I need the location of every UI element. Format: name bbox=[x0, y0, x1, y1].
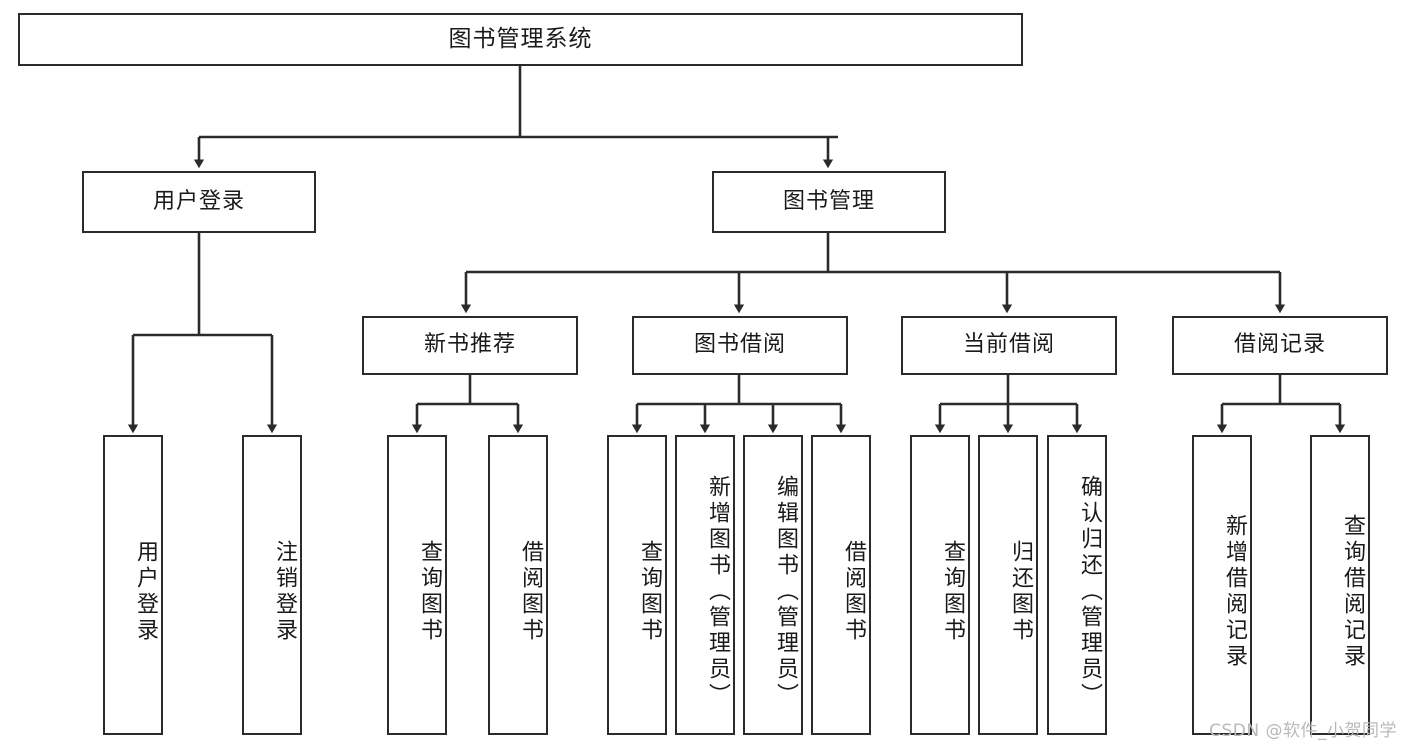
node-new-book-recommend[interactable]: 新书推荐 bbox=[362, 316, 578, 375]
node-label: 查询图书 bbox=[637, 540, 662, 644]
node-label: 确认归还（管理员） bbox=[1077, 475, 1102, 709]
leaf-query-book-recommend[interactable]: 查询图书 bbox=[387, 435, 447, 735]
node-borrow-record[interactable]: 借阅记录 bbox=[1172, 316, 1388, 375]
node-label: 当前借阅 bbox=[962, 332, 1055, 358]
leaf-borrow-book-recommend[interactable]: 借阅图书 bbox=[488, 435, 548, 735]
node-label: 新增借阅记录 bbox=[1222, 514, 1247, 670]
leaf-return-book[interactable]: 归还图书 bbox=[978, 435, 1038, 735]
leaf-add-book[interactable]: 新增图书（管理员） bbox=[675, 435, 735, 735]
node-root-book-management-system[interactable]: 图书管理系统 bbox=[18, 13, 1023, 66]
leaf-query-book-current[interactable]: 查询图书 bbox=[910, 435, 970, 735]
node-book-management[interactable]: 图书管理 bbox=[712, 171, 946, 233]
leaf-query-borrow-record[interactable]: 查询借阅记录 bbox=[1310, 435, 1370, 735]
node-label: 新书推荐 bbox=[423, 332, 516, 358]
node-label: 用户登录 bbox=[133, 540, 158, 644]
node-label: 查询图书 bbox=[417, 540, 442, 644]
node-book-borrow[interactable]: 图书借阅 bbox=[632, 316, 848, 375]
node-label: 查询借阅记录 bbox=[1340, 514, 1365, 670]
leaf-query-book-borrow[interactable]: 查询图书 bbox=[607, 435, 667, 735]
node-label: 借阅图书 bbox=[841, 540, 866, 644]
leaf-confirm-return[interactable]: 确认归还（管理员） bbox=[1047, 435, 1107, 735]
watermark: CSDN @软件_小贺同学 bbox=[1209, 721, 1397, 741]
node-user-login[interactable]: 用户登录 bbox=[82, 171, 316, 233]
leaf-user-login[interactable]: 用户登录 bbox=[103, 435, 163, 735]
node-label: 归还图书 bbox=[1008, 540, 1033, 644]
node-label: 图书管理 bbox=[782, 188, 875, 214]
leaf-edit-book[interactable]: 编辑图书（管理员） bbox=[743, 435, 803, 735]
node-label: 图书借阅 bbox=[693, 332, 786, 358]
node-label: 查询图书 bbox=[940, 540, 965, 644]
node-label: 借阅图书 bbox=[518, 540, 543, 644]
node-label: 注销登录 bbox=[272, 540, 297, 644]
node-label: 编辑图书（管理员） bbox=[773, 475, 798, 709]
leaf-add-borrow-record[interactable]: 新增借阅记录 bbox=[1192, 435, 1252, 735]
node-current-borrow[interactable]: 当前借阅 bbox=[901, 316, 1117, 375]
node-label: 借阅记录 bbox=[1233, 332, 1326, 358]
leaf-logout-login[interactable]: 注销登录 bbox=[242, 435, 302, 735]
node-label: 图书管理系统 bbox=[448, 25, 593, 52]
node-label: 新增图书（管理员） bbox=[705, 475, 730, 709]
node-label: 用户登录 bbox=[152, 188, 245, 214]
leaf-borrow-book[interactable]: 借阅图书 bbox=[811, 435, 871, 735]
